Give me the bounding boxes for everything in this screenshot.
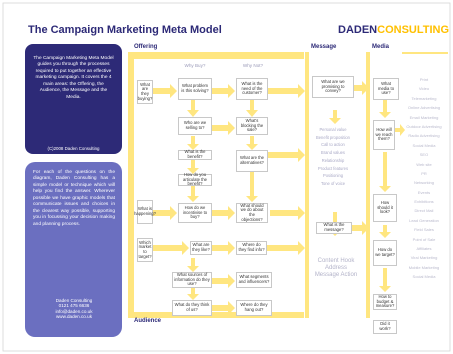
media-item: Online Advertising bbox=[407, 105, 441, 111]
info-panel bbox=[25, 162, 122, 337]
message-divider bbox=[305, 52, 309, 318]
box-did-it-work[interactable]: Did it work? bbox=[373, 320, 397, 334]
box-objections[interactable]: What should we do about the objections? bbox=[236, 203, 268, 223]
contact-web[interactable]: www.daden.co.uk bbox=[55, 313, 92, 319]
media-item: Lead Generation bbox=[409, 217, 439, 223]
box-info-sources[interactable]: What sources of information do they use? bbox=[172, 272, 212, 288]
box-what-media[interactable]: What media to use? bbox=[373, 78, 399, 100]
logo-part-consulting: CONSULTING bbox=[377, 24, 450, 36]
audience-bar bbox=[128, 312, 304, 318]
message-item: Benefit proposition bbox=[316, 134, 350, 140]
message-item: Call to action bbox=[321, 142, 345, 148]
media-item: Telemarketing bbox=[411, 95, 437, 101]
message-item: Personal value bbox=[319, 127, 347, 132]
box-articulate-benefit[interactable]: How do you articulate the benefit? bbox=[178, 172, 212, 186]
media-list: Print Video Telemarketing Online Adverti… bbox=[402, 77, 446, 285]
message-item: Brand values bbox=[321, 150, 345, 156]
media-flow-arrows bbox=[379, 100, 405, 292]
box-who-selling[interactable]: Who are we selling to? bbox=[178, 117, 212, 135]
box-target[interactable]: How do we target? bbox=[373, 240, 397, 266]
sidebar-description: For each of the questions on the diagram… bbox=[33, 170, 115, 227]
message-item: Tone of voice bbox=[320, 180, 346, 186]
contact-block: Daden Consulting 0121 475 6636 info@dade… bbox=[33, 298, 115, 319]
media-item: Viral Marketing bbox=[410, 255, 438, 261]
message-list: Personal value Benefit proposition Call … bbox=[312, 127, 354, 190]
box-which-market[interactable]: Which market to target? bbox=[137, 238, 153, 262]
box-segments[interactable]: What segments and influencers? bbox=[236, 272, 272, 288]
logo-part-daden: DADEN bbox=[338, 24, 378, 36]
box-think-of-us[interactable]: What do they think of us? bbox=[172, 300, 212, 316]
media-item: Networking bbox=[413, 180, 434, 186]
media-item: Print bbox=[419, 77, 429, 82]
media-item: Outdoor Advertising bbox=[406, 123, 442, 129]
page-frame bbox=[2, 2, 451, 352]
box-promise[interactable]: What are we promising to convey? bbox=[312, 76, 354, 98]
contact-email[interactable]: info@daden.co.uk bbox=[55, 308, 93, 314]
section-message: Message bbox=[311, 44, 337, 50]
intro-text: The Campaign Marketing Meta Model guides… bbox=[33, 56, 114, 100]
box-hang-out[interactable]: Where do they hang out? bbox=[236, 300, 272, 316]
offering-down-arrows bbox=[187, 100, 258, 202]
box-what-like[interactable]: What are they like? bbox=[190, 241, 212, 255]
media-item: SEO bbox=[419, 152, 429, 158]
media-item: Events bbox=[417, 189, 431, 195]
box-incentivise[interactable]: How do we incentivise to buy? bbox=[178, 203, 212, 223]
message-item: Positioning bbox=[322, 173, 344, 179]
section-media: Media bbox=[372, 44, 390, 50]
media-item: Social Media bbox=[412, 142, 436, 148]
contact-phone: 0121 475 6636 bbox=[58, 303, 90, 309]
media-top-bar bbox=[402, 52, 448, 54]
media-divider bbox=[366, 52, 370, 318]
box-budget[interactable]: How to budget & measure? bbox=[373, 294, 397, 310]
box-blocking-sale[interactable]: What's blocking the sale? bbox=[236, 117, 268, 135]
box-what-buying[interactable]: What are they buying? bbox=[137, 80, 153, 104]
box-what-happening[interactable]: What is happening? bbox=[134, 200, 156, 224]
media-item: Radio Advertising bbox=[408, 133, 440, 139]
media-item: PR bbox=[421, 170, 427, 176]
box-look[interactable]: How should it look? bbox=[373, 194, 397, 222]
message-item: Product features bbox=[317, 165, 349, 171]
media-item: Affiliates bbox=[416, 246, 432, 252]
box-what-problem[interactable]: What problem is this solving? bbox=[178, 78, 212, 100]
message-item: Relationship bbox=[321, 157, 345, 163]
header-why-buy: Why Buy? bbox=[184, 63, 206, 68]
offering-stripe bbox=[128, 52, 134, 314]
intro-panel bbox=[25, 44, 122, 154]
media-item: Direct Mail bbox=[414, 208, 434, 214]
media-item: Mobile Marketing bbox=[408, 264, 440, 270]
box-alternatives[interactable]: What are the alternatives? bbox=[236, 150, 268, 172]
media-item: Exhibitions bbox=[414, 199, 434, 205]
box-customer-need[interactable]: What is the need of the customer? bbox=[236, 78, 268, 100]
media-item: Web site bbox=[416, 161, 432, 167]
section-offering: Offering bbox=[134, 44, 158, 50]
media-item: Video bbox=[418, 86, 430, 92]
media-item: Social Media bbox=[412, 274, 436, 280]
section-audience: Audience bbox=[134, 318, 162, 324]
media-item: Point of Sale bbox=[412, 236, 436, 242]
media-item: Email Marketing bbox=[409, 114, 439, 120]
message-action-label: Content Hook Address Message Action bbox=[314, 258, 358, 279]
box-benefit[interactable]: What is the benefit? bbox=[178, 150, 212, 160]
box-find-info[interactable]: Where do they find info? bbox=[236, 241, 267, 255]
media-item: Field Sales bbox=[414, 227, 434, 233]
offering-flow-arrows bbox=[152, 84, 305, 220]
box-reach[interactable]: How will we reach them? bbox=[373, 120, 395, 150]
header-why-not: Why Not? bbox=[242, 63, 264, 68]
contact-company: Daden Consulting bbox=[55, 298, 93, 303]
intro-copyright: (C)2008 Daden Consulting bbox=[47, 146, 100, 151]
daden-logo: DADENCONSULTING bbox=[338, 24, 450, 38]
audience-flow-arrows bbox=[152, 241, 305, 315]
box-what-message[interactable]: What is the message? bbox=[316, 222, 352, 234]
diagram-title: The Campaign Marketing Meta Model bbox=[28, 24, 222, 36]
offering-bar bbox=[128, 52, 304, 59]
